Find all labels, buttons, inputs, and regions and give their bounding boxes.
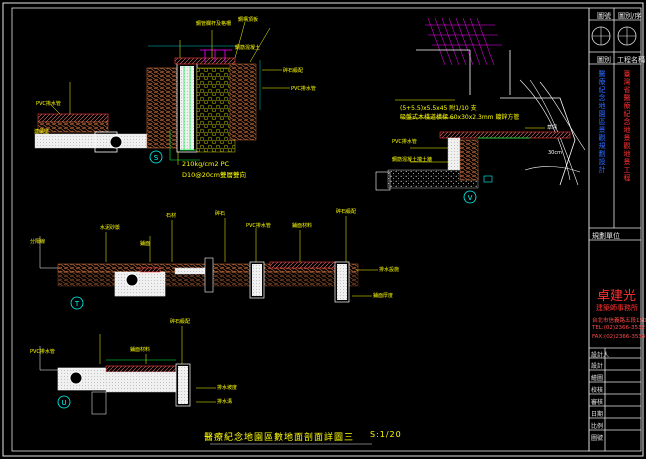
label-t-4: 碎石 [215,211,226,217]
section-s-marker [149,150,163,164]
label-s-note-2: D10@20cm雙層雙向 [182,171,246,179]
firm-fax: FAX:(02)2366-3534 [592,334,646,340]
section-s-drawing [34,21,290,165]
section-s-label: S [154,154,159,162]
sign-row-designer: 設計人 [591,352,610,359]
label-s-left-1: PVC排水管 [36,101,61,107]
label-t-2: 鋪面 [140,241,151,247]
section-v-label: V [468,194,473,202]
firm-name: 建築師事務所 [596,304,638,312]
section-u-marker [57,395,71,409]
label-v-left-1: PVC排水管 [392,139,417,145]
label-t-5: PVC排水管 [246,223,271,229]
firm-tel: TEL:(02)2366-3532 [592,325,646,331]
label-v-left-2: 鋼筋混凝土擋土牆 [392,157,433,163]
title-block-project-label: 工程名稱 [617,56,645,64]
title-block-lines [588,7,642,452]
label-v-note-2: 吸盤式木棧道橫樑 60x30x2.3mm 鍍鋅方管 [400,114,520,121]
label-s-top-3: 鋼筋混凝土 [235,45,261,51]
label-v-right-1: 草坪 [547,125,558,131]
label-t-9: 分隔線 [30,239,46,245]
firm-address: 台北市信義路五段150巷22號 [592,318,646,324]
label-s-top-2: 鋼構頂板 [238,17,259,23]
sign-row-design: 設計 [591,363,604,370]
section-u-drawing [39,326,216,415]
label-t-7: 碎石級配 [336,209,357,215]
label-u-3: 碎石級配 [170,319,191,325]
label-u-2: 鋪面材料 [130,347,151,353]
sign-row-approved: 審核 [591,399,604,406]
project-name-b: 臺灣省醫療紀念地景觀地景工程 [623,70,631,182]
project-name-a: 醫療紀念地園區景觀規劃設計 [598,70,606,174]
sign-row-sheet: 圖號 [591,435,604,442]
title-block-sheet-no: 圖別/序 [618,12,642,20]
planning-unit-label: 規劃單位 [592,232,620,240]
section-v-drawing [375,17,586,191]
section-t-drawing [39,216,378,303]
section-u-label: U [61,399,66,407]
label-u-5: 排水溝 [217,399,233,405]
sign-row-drawn: 繪圖 [591,375,604,382]
label-s-left-2: 連續壁 [34,129,50,135]
label-t-8: 排水設施 [379,267,400,273]
section-t-marker [70,296,84,310]
label-s-top-1: 鋼管欄杆及格柵 [196,21,232,27]
title-block-drawing-no: 圖號 [597,12,611,20]
label-t-6: 鋪面材料 [292,223,313,229]
sign-row-checked: 校核 [591,387,604,394]
label-s-note-1: 210kg/cm2 PC [182,160,230,168]
label-t-10: 鋪面厚度 [373,293,394,299]
label-t-1: 水泥砂漿 [100,225,121,231]
label-t-3: 石材 [166,213,177,219]
drawing-scale: S:1/20 [370,430,402,439]
sign-row-date: 日期 [591,411,604,418]
label-v-right-2: 30cm [548,150,562,156]
label-v-note-1: (5+5.5)x5.5x45 附1/10 支 [400,105,477,112]
label-u-1: PVC排水管 [30,349,55,355]
section-t-label: T [74,300,80,308]
label-s-right-2: PVC排水管 [291,86,316,92]
title-block-drawing-type: 圖別 [597,56,611,64]
drawing-title: 醫療紀念地園區數地面剖面詳圖三 [204,433,355,443]
section-v-marker [463,190,477,204]
label-u-4: 排水坡度 [217,385,238,391]
architect-name: 卓建光 [597,289,637,304]
label-s-right-1: 碎石級配 [283,68,304,74]
sign-row-scale: 比例 [591,423,604,430]
